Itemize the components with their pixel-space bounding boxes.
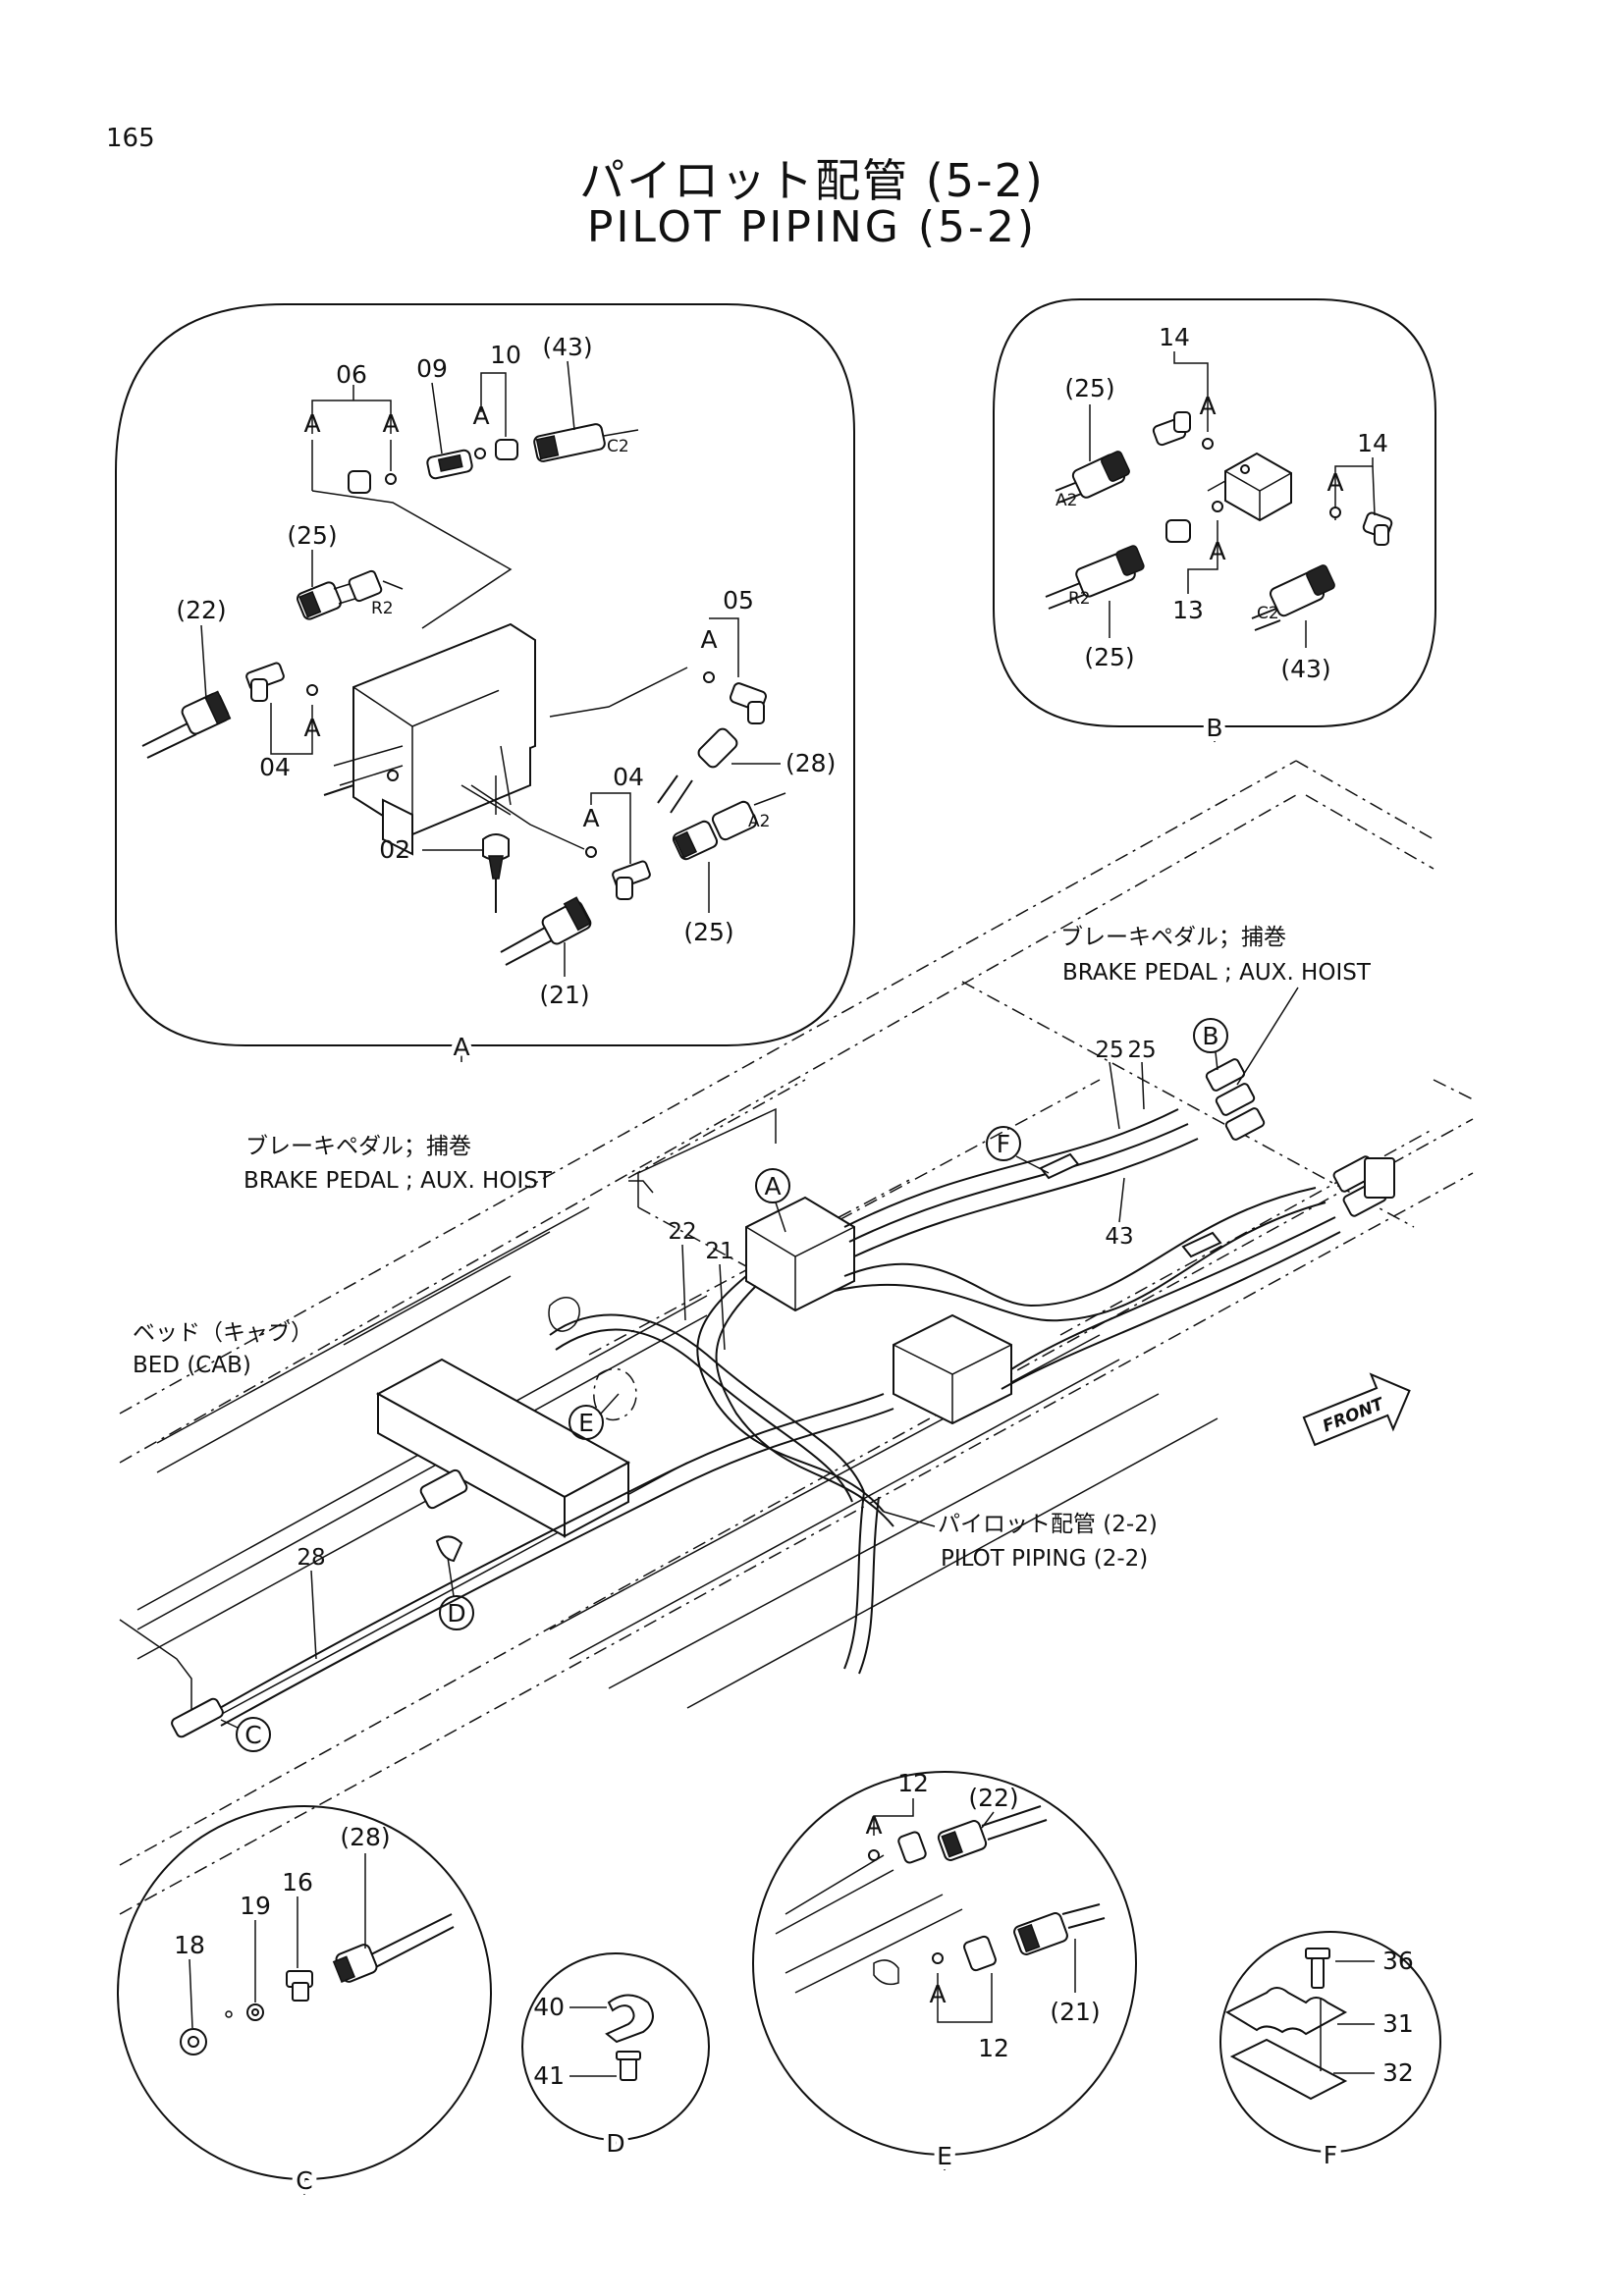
connector-a-b2: A	[1326, 468, 1343, 497]
front-arrow: FRONT	[1302, 1372, 1411, 1447]
detail-c-marker: C	[296, 2166, 312, 2195]
label-10: 10	[490, 341, 521, 369]
label-25-a-top: (25)	[287, 521, 337, 550]
label-25-b-bottom: (25)	[1084, 643, 1134, 671]
brake-pedal-upper-en: BRAKE PEDAL ; AUX. HOIST	[1062, 960, 1372, 986]
connector-a2-a: A2	[748, 812, 770, 831]
brake-pedal-left-jp: ブレーキペダル；捕巻	[245, 1134, 471, 1159]
label-28-a: (28)	[785, 749, 836, 777]
label-21-a: (21)	[539, 981, 589, 1009]
label-14-top: 14	[1159, 323, 1190, 351]
label-25-main-2: 25	[1127, 1038, 1156, 1063]
detail-a: A C2 06 A A 09 10 A (43)	[115, 303, 855, 1066]
connector-c2-b: C2	[1257, 604, 1279, 623]
detail-a-marker: A	[453, 1033, 469, 1061]
page-number: 165	[106, 124, 155, 153]
label-09: 09	[416, 354, 448, 383]
label-04-right: 04	[613, 763, 644, 791]
detail-f-marker: F	[1324, 2141, 1337, 2169]
detail-c: C (28) 16 19 18	[117, 1805, 492, 2200]
detail-e: E 12 A (22) A 12 (21)	[752, 1769, 1137, 2175]
label-22-e: (22)	[968, 1784, 1018, 1812]
connector-a-e2: A	[929, 1980, 946, 2008]
connector-c2-a: C2	[607, 437, 629, 456]
pilot-piping-en: PILOT PIPING (2-2)	[941, 1546, 1148, 1572]
detail-d: D 40 41	[521, 1952, 710, 2163]
detail-f: F 36 31 32	[1219, 1931, 1441, 2174]
detail-b: B 14 A (25) A2 14 A A 13	[993, 298, 1436, 747]
brake-pedal-upper-jp: ブレーキペダル；捕巻	[1060, 925, 1286, 950]
bed-cab-jp: ベッド（キャブ）	[133, 1320, 313, 1346]
page-title-jp: パイロット配管 (5-2)	[579, 154, 1045, 207]
label-43-main: 43	[1105, 1224, 1133, 1250]
label-16: 16	[282, 1868, 313, 1896]
label-19: 19	[240, 1892, 271, 1920]
connector-r2-a: R2	[371, 599, 394, 618]
connector-a-b1: A	[1199, 392, 1216, 420]
label-13: 13	[1172, 596, 1204, 624]
connector-a2-b: A2	[1056, 491, 1077, 510]
label-02: 02	[379, 835, 410, 864]
label-41: 41	[533, 2061, 565, 2090]
label-40: 40	[533, 1993, 565, 2021]
label-43-b: (43)	[1280, 655, 1330, 683]
callout-e: E	[578, 1409, 594, 1437]
detail-b-marker: B	[1206, 714, 1222, 742]
label-28-main: 28	[297, 1545, 325, 1571]
callout-b: B	[1202, 1022, 1218, 1050]
label-36: 36	[1382, 1947, 1414, 1975]
detail-d-marker: D	[606, 2129, 624, 2158]
label-25-main-1: 25	[1095, 1038, 1123, 1063]
label-22-main: 22	[668, 1219, 696, 1245]
pilot-piping-jp: パイロット配管 (2-2)	[938, 1512, 1158, 1537]
label-21-main: 21	[705, 1239, 733, 1264]
label-25-a-bottom: (25)	[683, 918, 733, 946]
detail-e-marker: E	[937, 2142, 952, 2170]
connector-a-b3: A	[1209, 537, 1225, 565]
label-21-e: (21)	[1050, 1998, 1100, 2026]
label-32: 32	[1382, 2058, 1414, 2087]
connector-a-e1: A	[865, 1811, 882, 1840]
brake-pedal-left-en: BRAKE PEDAL ; AUX. HOIST	[244, 1168, 553, 1194]
callout-c: C	[244, 1721, 261, 1749]
label-14-right: 14	[1357, 429, 1388, 457]
connector-a-4: A	[303, 714, 320, 742]
connector-a-3: A	[472, 401, 489, 430]
connector-a-1: A	[303, 409, 320, 438]
callout-f: F	[997, 1130, 1010, 1158]
label-05: 05	[723, 586, 754, 614]
label-18: 18	[174, 1931, 205, 1959]
label-28-c: (28)	[340, 1823, 390, 1851]
connector-a-2: A	[382, 409, 399, 438]
label-06: 06	[336, 360, 367, 389]
bed-cab-en: BED (CAB)	[133, 1353, 251, 1378]
callout-a: A	[764, 1172, 781, 1201]
main-assembly: B A F E D C 25 25 43 22 21 28 ブレーキペダル；捕巻…	[119, 760, 1474, 1915]
label-43-a: (43)	[542, 333, 592, 361]
callout-d: D	[447, 1599, 465, 1628]
label-12-bottom: 12	[978, 2034, 1009, 2062]
label-22-a: (22)	[176, 596, 226, 624]
connector-a-5: A	[700, 625, 717, 654]
label-31: 31	[1382, 2009, 1414, 2038]
connector-a-6: A	[582, 804, 599, 832]
connector-r2-b: R2	[1068, 589, 1091, 609]
page-title-en: PILOT PIPING (5-2)	[586, 202, 1038, 252]
label-25-b-top: (25)	[1064, 374, 1114, 402]
label-04-left: 04	[259, 753, 291, 781]
label-12-top: 12	[897, 1769, 929, 1797]
